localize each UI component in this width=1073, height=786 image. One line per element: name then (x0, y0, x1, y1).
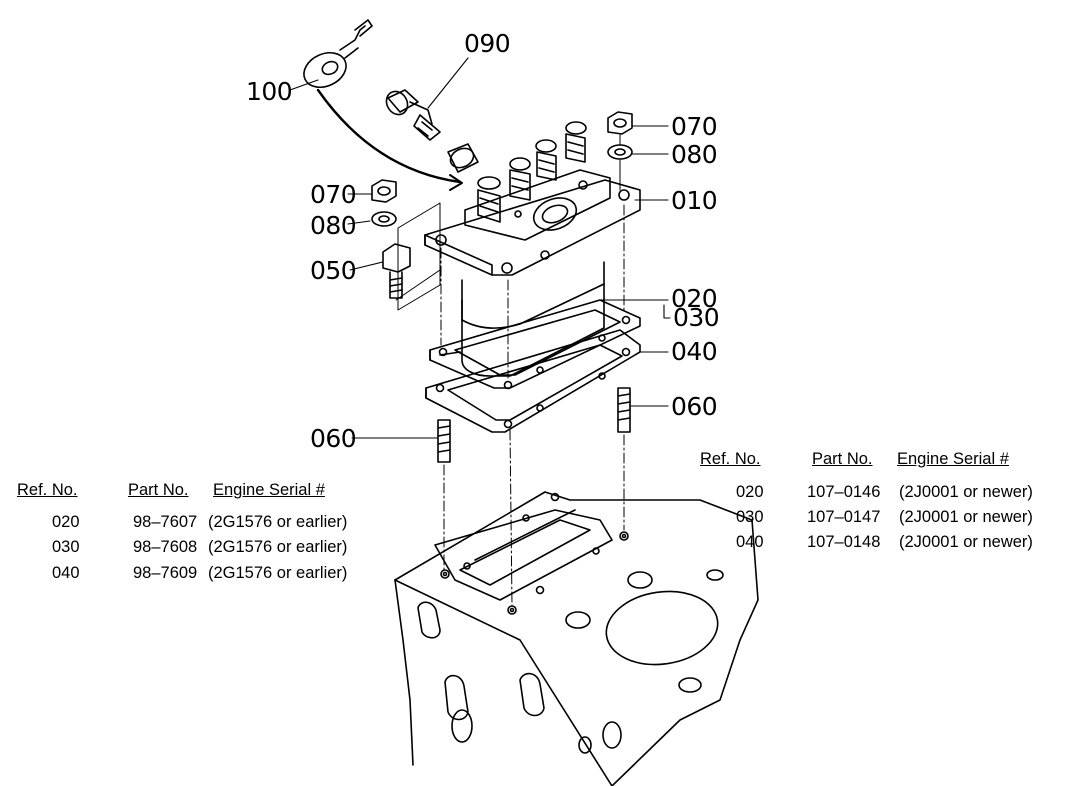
cell-part: 107–0148 (807, 533, 881, 551)
cell-serial: (2G1576 or earlier) (208, 538, 348, 556)
bolt-bracket-line (395, 202, 441, 311)
cell-part: 98–7607 (133, 513, 198, 531)
arrow-100 (316, 88, 462, 184)
callout-070-left: 070 (310, 180, 356, 209)
table-row: 030 98–7608 (2G1576 or earlier) (17, 538, 377, 560)
cell-serial: (2J0001 or newer) (899, 508, 1033, 526)
cell-part: 98–7608 (133, 538, 198, 556)
callout-040: 040 (671, 337, 717, 366)
header-ref-no: Ref. No. (17, 481, 78, 499)
callout-060-left: 060 (310, 424, 356, 453)
injection-pump (424, 121, 641, 377)
bolt-050 (382, 243, 411, 299)
table-row: 030 107–0147 (2J0001 or newer) (700, 508, 1065, 530)
cell-part: 107–0147 (807, 508, 881, 526)
cell-part: 98–7609 (133, 564, 198, 582)
washer-080-right (607, 144, 633, 160)
callout-060-right: 060 (671, 392, 717, 421)
table-row: 040 98–7609 (2G1576 or earlier) (17, 564, 377, 586)
header-ref-no: Ref. No. (700, 450, 761, 468)
washer-080-left (371, 211, 397, 227)
cell-ref: 040 (52, 564, 80, 582)
cell-serial: (2J0001 or newer) (899, 483, 1033, 501)
callout-090: 090 (464, 29, 510, 58)
table-row: 020 98–7607 (2G1576 or earlier) (17, 513, 377, 535)
cell-serial: (2G1576 or earlier) (208, 564, 348, 582)
callout-100: 100 (246, 77, 292, 106)
parts-table-right: Ref. No. Part No. Engine Serial # 020 10… (700, 450, 1065, 560)
callout-080-right: 080 (671, 140, 717, 169)
callout-080-left: 080 (310, 211, 356, 240)
nut-070-left (371, 179, 397, 203)
arrow-head-100 (449, 174, 463, 191)
stud-060-left (437, 419, 451, 463)
callout-070-right: 070 (671, 112, 717, 141)
stud-060-right (617, 387, 631, 433)
table-row: 020 107–0146 (2J0001 or newer) (700, 483, 1065, 505)
cell-ref: 020 (52, 513, 80, 531)
cell-ref: 030 (52, 538, 80, 556)
cell-ref: 040 (736, 533, 764, 551)
header-engine-serial: Engine Serial # (213, 481, 325, 499)
gasket-upper (429, 299, 641, 390)
leader-lines (289, 57, 671, 439)
parts-table-left: Ref. No. Part No. Engine Serial # 020 98… (17, 481, 377, 591)
callout-010: 010 (671, 186, 717, 215)
header-part-no: Part No. (812, 450, 873, 468)
fuel-fitting-090 (385, 89, 479, 173)
banjo-nut-100 (303, 19, 373, 89)
header-engine-serial: Engine Serial # (897, 450, 1009, 468)
nut-070-right (607, 111, 633, 135)
callout-050: 050 (310, 256, 356, 285)
gasket-lower (425, 329, 641, 433)
callout-020: 020 (671, 284, 717, 313)
cell-ref: 020 (736, 483, 764, 501)
cell-serial: (2J0001 or newer) (899, 533, 1033, 551)
header-part-no: Part No. (128, 481, 189, 499)
alignment-lines (440, 204, 625, 606)
engine-block (394, 491, 759, 786)
callout-030: 030 (673, 303, 719, 332)
cell-part: 107–0146 (807, 483, 881, 501)
cell-serial: (2G1576 or earlier) (208, 513, 348, 531)
cell-ref: 030 (736, 508, 764, 526)
table-row: 040 107–0148 (2J0001 or newer) (700, 533, 1065, 555)
